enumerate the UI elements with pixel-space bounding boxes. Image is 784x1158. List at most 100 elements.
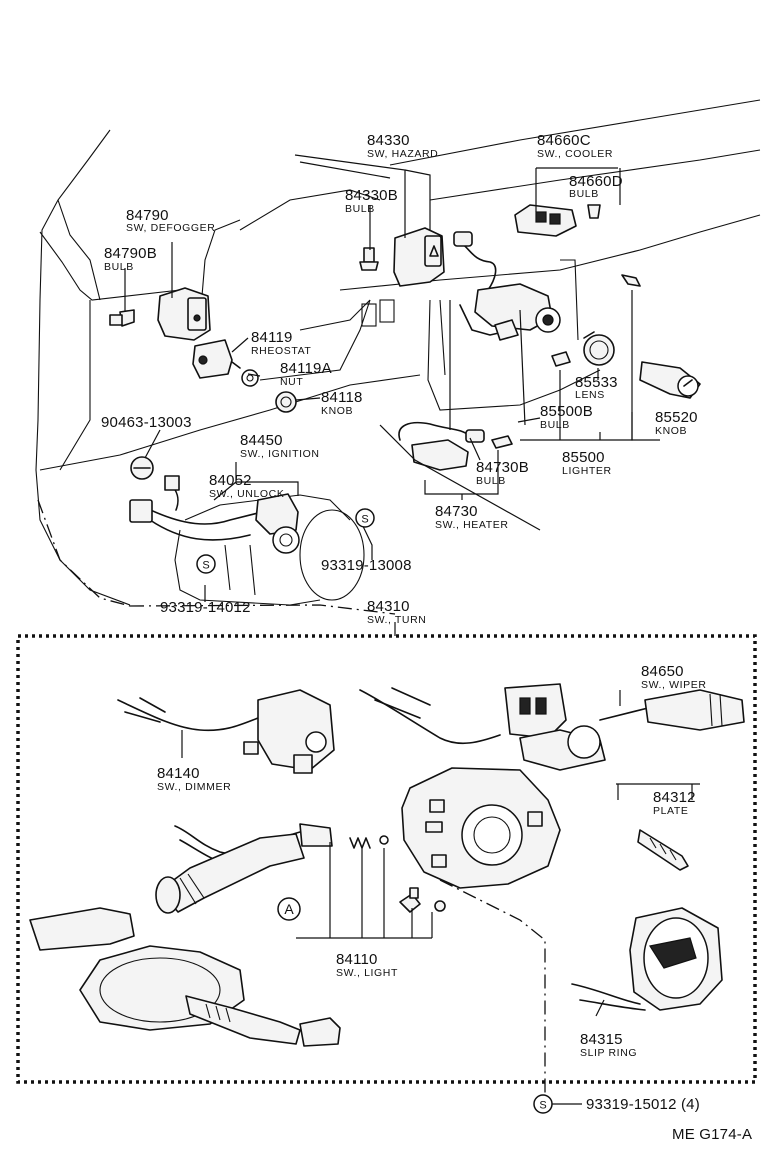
svg-text:84650: 84650 — [641, 663, 684, 680]
svg-text:84730B: 84730B — [476, 459, 529, 476]
rheostat — [192, 339, 241, 379]
svg-text:BULB: BULB — [569, 188, 599, 200]
part-label-85533: 85533 LENS — [575, 374, 618, 401]
part-label-84119a: 84119A NUT — [280, 360, 332, 388]
svg-text:SW, HAZARD: SW, HAZARD — [367, 148, 438, 160]
svg-text:85500B: 85500B — [540, 403, 593, 420]
part-label-84450: 84450 SW., IGNITION — [240, 432, 320, 460]
part-label-84660d: 84660D BULB — [569, 173, 623, 200]
svg-text:SW., DIMMER: SW., DIMMER — [157, 781, 231, 793]
part-label-84660c: 84660C SW., COOLER — [537, 132, 612, 160]
hazard-switch — [393, 227, 445, 287]
svg-text:84660D: 84660D — [569, 173, 623, 190]
part-label-90463: 90463-13003 — [101, 414, 192, 431]
heater-control-unit — [453, 231, 561, 341]
rheostat-nut — [241, 369, 259, 387]
part-label-84110: 84110 SW., LIGHT — [336, 951, 398, 979]
hazard-bulb — [359, 247, 379, 271]
svg-text:84118: 84118 — [321, 389, 363, 406]
svg-text:85533: 85533 — [575, 374, 618, 391]
part-label-93319-13008: 93319-13008 — [321, 557, 411, 574]
svg-text:84730: 84730 — [435, 503, 478, 520]
lighter-knob — [639, 361, 701, 399]
slip-ring — [571, 907, 723, 1011]
part-label-85500b: 85500B BULB — [540, 403, 593, 431]
svg-text:SLIP RING: SLIP RING — [580, 1047, 637, 1059]
part-label-85520: 85520 KNOB — [655, 409, 698, 437]
cooler-switch — [514, 204, 577, 237]
svg-text:85520: 85520 — [655, 409, 698, 426]
marker-a: A — [277, 897, 301, 921]
svg-text:84330B: 84330B — [345, 187, 398, 204]
part-label-84650: 84650 SW., WIPER — [641, 663, 707, 691]
svg-text:SW., WIPER: SW., WIPER — [641, 679, 707, 691]
svg-text:KNOB: KNOB — [655, 425, 687, 437]
steering-column-cover — [174, 494, 365, 606]
lighter-bulb-holder — [551, 351, 571, 367]
svg-text:84790B: 84790B — [104, 245, 157, 262]
dimmer-switch — [117, 689, 335, 774]
marker-s-bottom: S — [533, 1094, 553, 1114]
rheostat-knob — [275, 391, 297, 413]
svg-text:SW., TURN: SW., TURN — [367, 614, 426, 626]
upper-leader-lines — [124, 154, 660, 602]
part-label-84310: 84310 SW., TURN — [367, 598, 426, 626]
svg-text:RHEOSTAT: RHEOSTAT — [251, 345, 311, 357]
svg-text:LIGHTER: LIGHTER — [562, 465, 612, 477]
wiper-switch — [359, 683, 745, 771]
part-label-84119: 84119 RHEOSTAT — [251, 329, 311, 357]
lighter-socket-retainer — [621, 274, 641, 287]
svg-text:84450: 84450 — [240, 432, 283, 449]
svg-text:84119: 84119 — [251, 329, 293, 346]
svg-text:BULB: BULB — [540, 419, 570, 431]
cooler-bulb — [587, 204, 601, 219]
svg-text:SW., LIGHT: SW., LIGHT — [336, 967, 398, 979]
heater-switch — [398, 421, 485, 471]
ignition-clip — [130, 456, 154, 480]
svg-text:SW., HEATER: SW., HEATER — [435, 519, 509, 531]
svg-text:NUT: NUT — [280, 376, 303, 388]
part-label-85500: 85500 LIGHTER — [562, 449, 612, 477]
svg-text:84315: 84315 — [580, 1031, 623, 1048]
svg-text:84140: 84140 — [157, 765, 200, 782]
part-label-84790: 84790 SW, DEFOGGER — [126, 207, 215, 234]
part-label-84315: 84315 SLIP RING — [580, 1031, 637, 1059]
dashboard-outline — [35, 99, 761, 607]
svg-text:SW., UNLOCK: SW., UNLOCK — [209, 488, 284, 500]
svg-text:A: A — [284, 901, 294, 917]
heater-bulb — [491, 435, 513, 449]
combination-switch-base — [29, 907, 341, 1047]
part-label-84730b: 84730B BULB — [476, 459, 529, 487]
svg-text:BULB: BULB — [104, 261, 134, 273]
svg-text:KNOB: KNOB — [321, 405, 353, 417]
marker-s-upper: S — [355, 508, 375, 528]
svg-text:84110: 84110 — [336, 951, 378, 968]
svg-text:PLATE: PLATE — [653, 805, 688, 817]
svg-text:84312: 84312 — [653, 789, 696, 806]
svg-text:93319-14012: 93319-14012 — [160, 599, 251, 616]
svg-text:85500: 85500 — [562, 449, 605, 466]
part-label-93319-15012: 93319-15012 (4) — [586, 1096, 700, 1113]
light-switch-spring-ball — [349, 835, 389, 849]
svg-text:90463-13003: 90463-13003 — [101, 414, 192, 431]
svg-text:84310: 84310 — [367, 598, 410, 615]
svg-text:93319-15012 (4): 93319-15012 (4) — [586, 1096, 700, 1113]
part-label-84312: 84312 PLATE — [653, 789, 696, 817]
svg-text:BULB: BULB — [345, 203, 375, 215]
svg-text:SW., IGNITION: SW., IGNITION — [240, 448, 320, 460]
lighter-lens — [583, 331, 615, 366]
plate — [637, 829, 689, 871]
part-label-84330: 84330 SW, HAZARD — [367, 132, 438, 160]
part-label-84330b: 84330B BULB — [345, 187, 398, 215]
light-switch-lever — [155, 823, 333, 914]
part-label-84118: 84118 KNOB — [321, 389, 363, 417]
turn-switch-body — [401, 767, 561, 889]
ignition-switch — [129, 475, 300, 554]
lower-leader-lines — [181, 690, 700, 1105]
turn-switch-assembly-border — [16, 604, 757, 1084]
svg-text:84119A: 84119A — [280, 360, 332, 377]
svg-text:84330: 84330 — [367, 132, 410, 149]
svg-text:LENS: LENS — [575, 389, 605, 401]
svg-text:84052: 84052 — [209, 472, 252, 489]
svg-text:84790: 84790 — [126, 207, 169, 224]
